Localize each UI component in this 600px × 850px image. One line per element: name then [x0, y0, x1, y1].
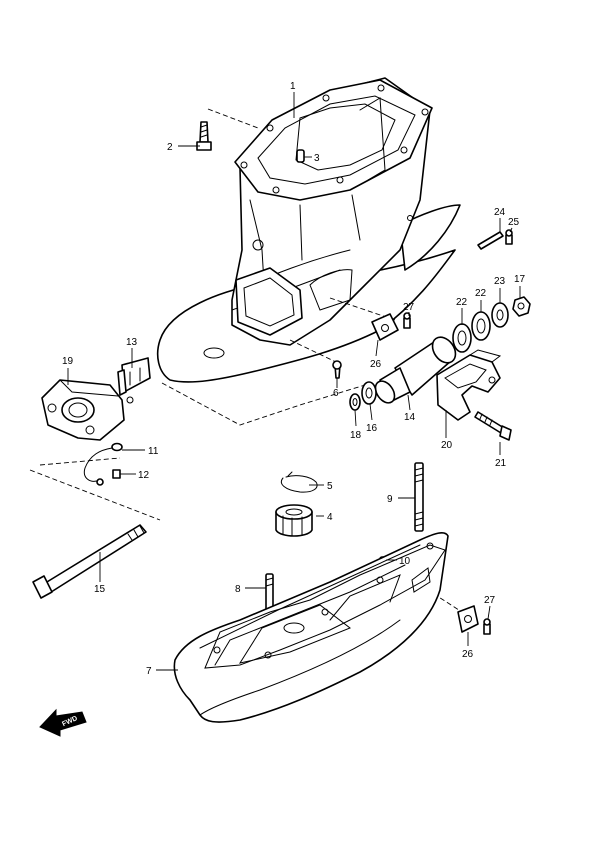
driveshaft-housing	[156, 77, 461, 383]
mount-bracket-part-13	[117, 357, 151, 404]
callout-8: 8	[235, 584, 241, 595]
callout-13: 13	[126, 337, 138, 348]
callout-12: 12	[138, 470, 150, 481]
long-bolt-part-15	[32, 524, 147, 599]
callout-2: 2	[167, 142, 173, 153]
callout-18: 18	[350, 430, 362, 441]
forward-direction-marker: FWD	[39, 708, 87, 737]
callout-15: 15	[94, 584, 106, 595]
callout-26-lower: 26	[462, 649, 474, 660]
dowel-pin-part-3	[296, 149, 305, 163]
screw-part-27a	[403, 312, 411, 329]
washer-part-16	[361, 381, 377, 405]
spring-clip-part-5	[280, 471, 318, 493]
forward-arrow-icon	[39, 708, 87, 737]
callout-19: 19	[62, 356, 74, 367]
lower-cover-part-7	[173, 531, 449, 723]
callout-7: 7	[146, 666, 152, 677]
washer-part-22a	[452, 323, 472, 353]
clamp-part-20	[436, 349, 502, 421]
callout-5: 5	[327, 481, 333, 492]
callout-22-right: 22	[475, 288, 487, 299]
callout-22-left: 22	[456, 297, 468, 308]
callout-23: 23	[494, 276, 506, 287]
callout-3: 3	[314, 153, 320, 164]
callout-14: 14	[404, 412, 416, 423]
ground-wire-part-11-12	[83, 442, 123, 486]
bolt-part-6	[332, 360, 342, 379]
stud-part-9	[414, 462, 424, 532]
sleeve-part-14	[374, 336, 457, 404]
pad-part-26a	[371, 313, 399, 341]
bushing-part-4	[275, 504, 313, 537]
callout-21: 21	[495, 458, 507, 469]
callout-10: 10	[399, 556, 411, 567]
callout-20: 20	[441, 440, 453, 451]
washer-part-18	[349, 393, 361, 411]
bolt-part-2	[196, 121, 212, 151]
bolt-part-21	[474, 411, 512, 441]
callout-25: 25	[508, 217, 520, 228]
callout-27-upper: 27	[403, 302, 415, 313]
washer-part-22b	[471, 311, 491, 341]
callout-16: 16	[366, 423, 378, 434]
clamp-bracket-part-19	[41, 379, 125, 441]
pad-part-26b	[457, 605, 479, 633]
callout-6: 6	[333, 388, 339, 399]
callout-9: 9	[387, 494, 393, 505]
callout-17: 17	[514, 274, 526, 285]
callout-1: 1	[290, 81, 296, 92]
callout-26-upper: 26	[370, 359, 382, 370]
callout-24: 24	[494, 207, 506, 218]
callout-leaders	[67, 92, 521, 671]
washer-part-23	[491, 302, 509, 328]
pin-part-24	[477, 231, 504, 250]
callout-labels: 1 2 3 4 5 6 7 8 9 10 11 12 13 14 15 16 1…	[62, 81, 526, 677]
callout-4: 4	[327, 512, 333, 523]
screw-part-27b	[483, 618, 491, 635]
nut-part-17	[512, 296, 531, 317]
screw-part-25	[505, 229, 513, 245]
callout-27-lower: 27	[484, 595, 496, 606]
callout-11: 11	[148, 446, 159, 457]
